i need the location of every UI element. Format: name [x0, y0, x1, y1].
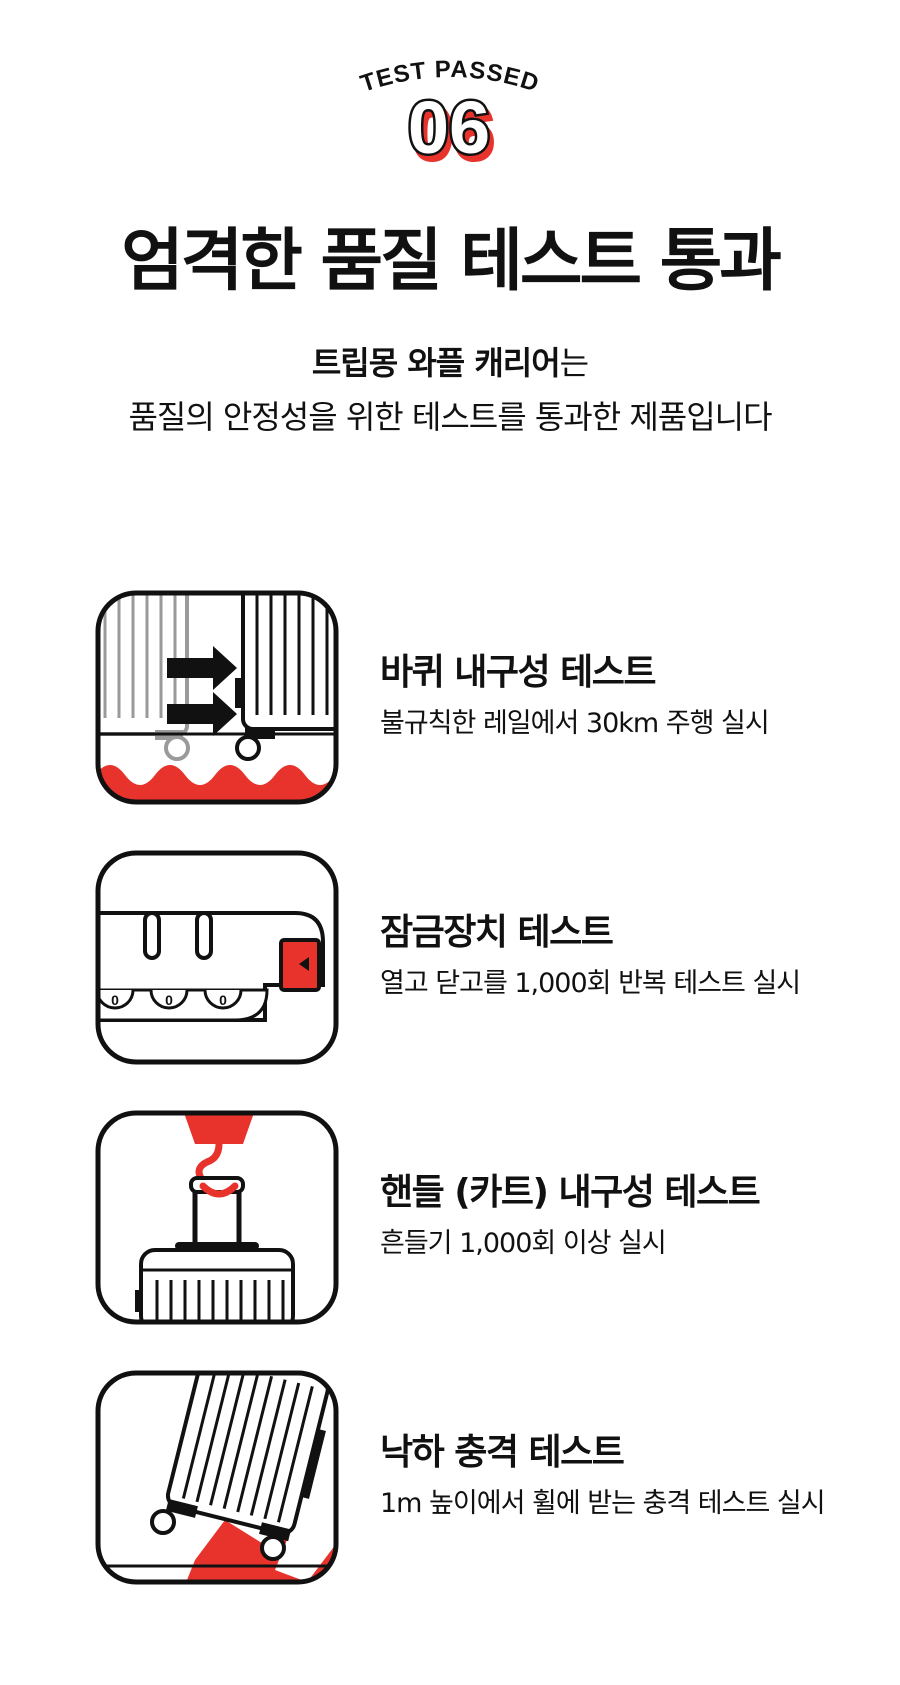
handle-test-icon — [95, 1110, 339, 1325]
test-passed-badge: TEST PASSED 06 06 — [350, 56, 550, 166]
badge-number: 06 — [408, 86, 490, 166]
svg-text:0: 0 — [111, 992, 119, 1008]
test-description: 흔들기 1,000회 이상 실시 — [380, 1228, 667, 1259]
lock-test-icon: 0 0 0 — [95, 850, 339, 1065]
test-description: 1m 높이에서 휠에 받는 충격 테스트 실시 — [380, 1488, 826, 1519]
test-description: 불규칙한 레일에서 30km 주행 실시 — [380, 708, 770, 739]
wheel-test-icon — [95, 590, 339, 805]
test-item-handle: 핸들 (카트) 내구성 테스트 흔들기 1,000회 이상 실시 — [95, 1110, 875, 1325]
test-passed-emblem: TEST PASSED 06 06 — [357, 56, 541, 166]
svg-text:0: 0 — [219, 992, 227, 1008]
product-name: 트립몽 와플 캐리어 — [311, 344, 561, 382]
test-item-lock: 0 0 0 잠금장치 테스트 열고 닫고를 1,000회 반복 테스트 실시 — [95, 850, 875, 1065]
intro-text: 트립몽 와플 캐리어는 품질의 안정성을 위한 테스트를 통과한 제품입니다 — [0, 344, 900, 437]
svg-text:0: 0 — [165, 992, 173, 1008]
test-title: 잠금장치 테스트 — [380, 912, 614, 953]
test-item-drop: 낙하 충격 테스트 1m 높이에서 휠에 받는 충격 테스트 실시 — [95, 1370, 875, 1585]
test-title: 낙하 충격 테스트 — [380, 1432, 625, 1473]
intro-line-1: 트립몽 와플 캐리어는 — [0, 344, 900, 382]
intro-line-2: 품질의 안정성을 위한 테스트를 통과한 제품입니다 — [128, 398, 772, 437]
page-title: 엄격한 품질 테스트 통과 — [121, 222, 782, 301]
test-title: 바퀴 내구성 테스트 — [380, 652, 657, 693]
test-title: 핸들 (카트) 내구성 테스트 — [380, 1172, 761, 1213]
intro-particle: 는 — [559, 344, 589, 382]
test-description: 열고 닫고를 1,000회 반복 테스트 실시 — [380, 968, 801, 999]
drop-test-icon — [95, 1370, 339, 1585]
test-item-wheel: 바퀴 내구성 테스트 불규칙한 레일에서 30km 주행 실시 — [95, 590, 875, 805]
badge-number-shadow: 06 — [412, 92, 494, 166]
